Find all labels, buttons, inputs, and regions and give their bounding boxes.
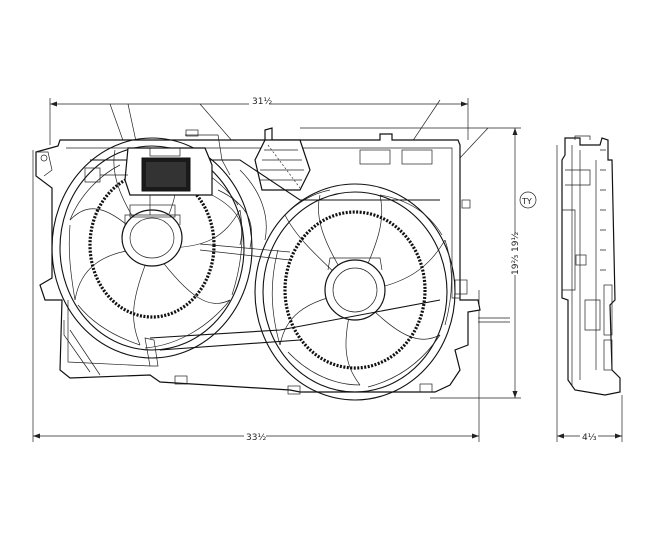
stamp-text: TY: [521, 197, 532, 206]
height-label: 19⅔ 19½: [511, 232, 521, 275]
bottom-width-label: 33½: [246, 433, 266, 443]
control-module: [84, 129, 253, 249]
manufacturer-stamp: TY: [519, 191, 537, 209]
right-fan: [254, 183, 456, 401]
side-view: [561, 135, 621, 396]
dimension-labels: 31½ 33½ 4⅓ 19⅔ 19½: [244, 95, 598, 443]
top-width-label: 31½: [252, 97, 272, 107]
depth-label: 4⅓: [582, 433, 597, 443]
